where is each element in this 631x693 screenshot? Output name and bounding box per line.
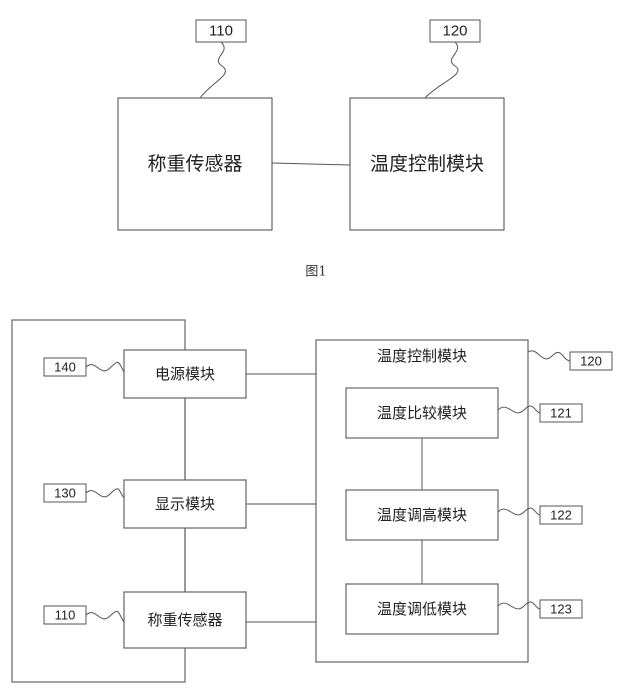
ref-label-120-2: 120 bbox=[580, 354, 602, 369]
temp-lower-box bbox=[345, 583, 499, 635]
leader-line-130 bbox=[85, 488, 125, 499]
weighing-sensor-label: 称重传感器 bbox=[147, 153, 242, 175]
weighing-sensor-box bbox=[117, 97, 273, 231]
leader-line-122 bbox=[497, 507, 541, 516]
leader-line-123 bbox=[497, 601, 541, 610]
temp-control-box bbox=[349, 97, 505, 231]
ref-label-130: 130 bbox=[54, 486, 76, 501]
ref-label-122: 122 bbox=[550, 508, 572, 523]
leader-line-120-2 bbox=[527, 350, 571, 362]
power-module-label: 电源模块 bbox=[155, 365, 215, 383]
temp-control-title: 温度控制模块 bbox=[377, 347, 467, 365]
figure-1-caption: 图1 bbox=[305, 265, 326, 280]
temp-compare-label: 温度比较模块 bbox=[377, 404, 467, 422]
ref-label-121: 121 bbox=[550, 406, 572, 421]
display-module-label: 显示模块 bbox=[155, 495, 215, 513]
weighing-sensor-box-2 bbox=[123, 591, 247, 649]
figure-1: 110 120 称重传感器 温度控制模块 图1 bbox=[117, 19, 505, 280]
connector-sensor-temp bbox=[271, 162, 351, 166]
temp-raise-box bbox=[345, 489, 499, 541]
leader-line-120 bbox=[424, 41, 459, 99]
temp-control-label: 温度控制模块 bbox=[370, 153, 484, 175]
ref-label-140: 140 bbox=[54, 360, 76, 375]
temp-compare-box bbox=[345, 387, 499, 439]
leader-line-140 bbox=[85, 361, 125, 373]
weighing-sensor-label-2: 称重传感器 bbox=[147, 611, 222, 629]
ref-label-123: 123 bbox=[550, 602, 572, 617]
temp-raise-label: 温度调高模块 bbox=[377, 506, 467, 524]
leader-line-110 bbox=[199, 41, 226, 99]
ref-label-110-2: 110 bbox=[55, 608, 76, 623]
leader-line-121 bbox=[497, 405, 541, 414]
figure-2: 电源模块 显示模块 称重传感器 140 130 110 温度控制模块 温度比较模… bbox=[11, 319, 613, 683]
temp-lower-label: 温度调低模块 bbox=[377, 600, 467, 618]
leader-line-110-2 bbox=[85, 610, 125, 623]
ref-label-110: 110 bbox=[209, 23, 233, 40]
ref-label-120: 120 bbox=[442, 23, 467, 40]
